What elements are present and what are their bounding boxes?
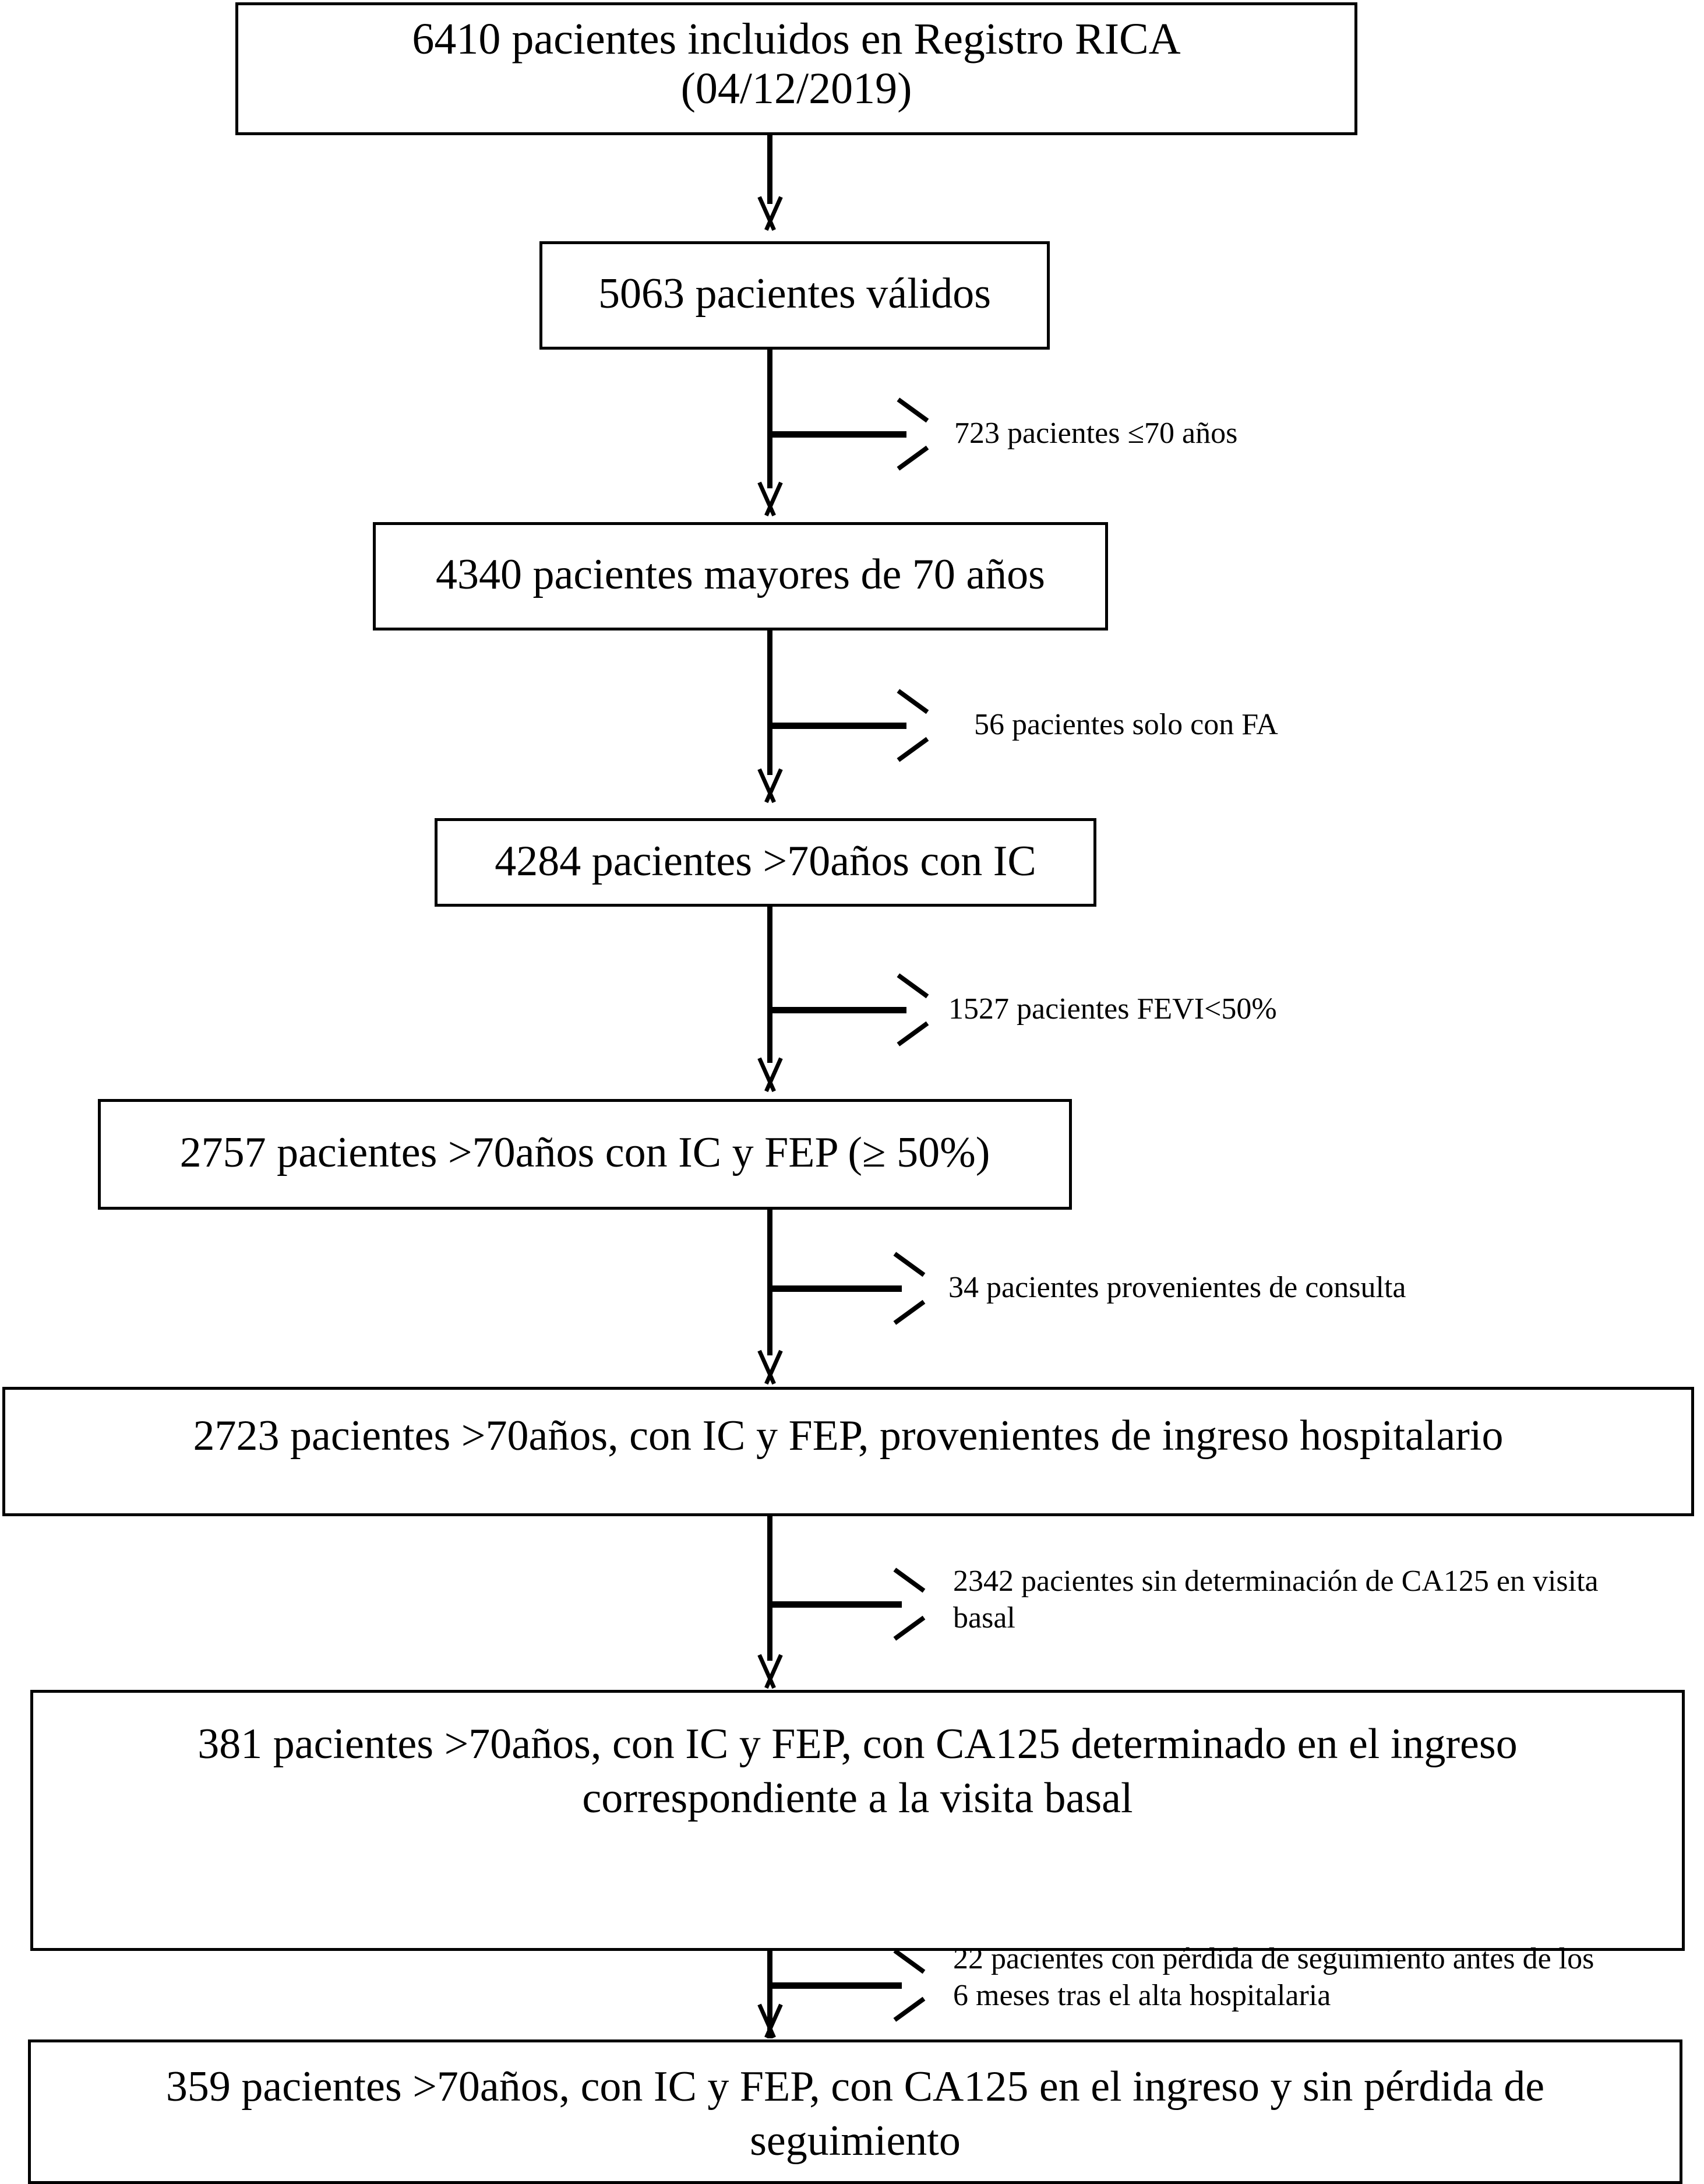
connector-arrowhead-7 [754, 2005, 786, 2038]
exclusion-line-4 [772, 1285, 902, 1292]
flow-node-381-label: 381 pacientes >70años, con IC y FEP, con… [197, 1720, 1518, 1822]
flow-node-2757-label: 2757 pacientes >70años con IC y FEP (≥ 5… [179, 1129, 990, 1176]
exclusion-line-3 [772, 1007, 906, 1013]
flow-node-4284: 4284 pacientes >70años con IC [435, 818, 1096, 907]
exclusion-arrowhead-3 [891, 992, 923, 1028]
connector-line-3 [767, 630, 772, 775]
exclusion-label-56: 56 pacientes solo con FA [974, 708, 1278, 741]
flow-node-5063: 5063 pacientes válidos [539, 241, 1050, 350]
connector-arrowhead-6 [754, 1655, 786, 1689]
flow-node-359-label: 359 pacientes >70años, con IC y FEP, con… [165, 2063, 1545, 2165]
flow-node-2723-label: 2723 pacientes >70años, con IC y FEP, pr… [193, 1412, 1504, 1460]
connector-line-1 [767, 135, 772, 204]
flow-node-2723: 2723 pacientes >70años, con IC y FEP, pr… [2, 1387, 1694, 1516]
exclusion-label-723: 723 pacientes ≤70 años [954, 417, 1238, 450]
exclusion-arrowhead-6 [888, 1967, 919, 2003]
flow-node-6410: 6410 pacientes incluidos en Registro RIC… [235, 2, 1357, 135]
connector-line-5 [767, 1210, 772, 1355]
exclusion-arrowhead-2 [891, 707, 923, 744]
flow-node-2757: 2757 pacientes >70años con IC y FEP (≥ 5… [98, 1099, 1072, 1210]
flow-node-4340: 4340 pacientes mayores de 70 años [373, 522, 1108, 630]
exclusion-arrowhead-1 [891, 416, 923, 452]
flow-node-5063-label: 5063 pacientes válidos [598, 270, 992, 318]
exclusion-arrowhead-5 [888, 1586, 919, 1622]
flow-node-381: 381 pacientes >70años, con IC y FEP, con… [30, 1690, 1685, 1951]
connector-arrowhead-4 [754, 1058, 786, 1092]
flow-node-4284-label: 4284 pacientes >70años con IC [495, 837, 1036, 885]
connector-line-2 [767, 350, 772, 488]
connector-line-7 [767, 1951, 772, 2038]
flow-node-359: 359 pacientes >70años, con IC y FEP, con… [28, 2039, 1682, 2184]
connector-line-6 [767, 1516, 772, 1661]
connector-line-4 [767, 907, 772, 1063]
exclusion-line-2 [772, 723, 906, 729]
connector-arrowhead-2 [754, 482, 786, 516]
exclusion-label-22: 22 pacientes con pérdida de seguimiento … [953, 1942, 1594, 2013]
flow-node-6410-label: 6410 pacientes incluidos en Registro RIC… [412, 15, 1181, 114]
connector-arrowhead-3 [754, 769, 786, 803]
exclusion-label-2342: 2342 pacientes sin determinación de CA12… [953, 1565, 1599, 1635]
connector-arrowhead-1 [754, 197, 786, 231]
exclusion-arrowhead-4 [888, 1270, 919, 1306]
flow-node-4340-label: 4340 pacientes mayores de 70 años [436, 551, 1045, 598]
exclusion-label-1527: 1527 pacientes FEVI<50% [948, 992, 1277, 1026]
exclusion-line-1 [772, 431, 906, 438]
exclusion-label-34: 34 pacientes provenientes de consulta [948, 1271, 1406, 1304]
connector-arrowhead-5 [754, 1351, 786, 1385]
exclusion-line-6 [772, 1982, 902, 1989]
exclusion-line-5 [772, 1601, 902, 1608]
